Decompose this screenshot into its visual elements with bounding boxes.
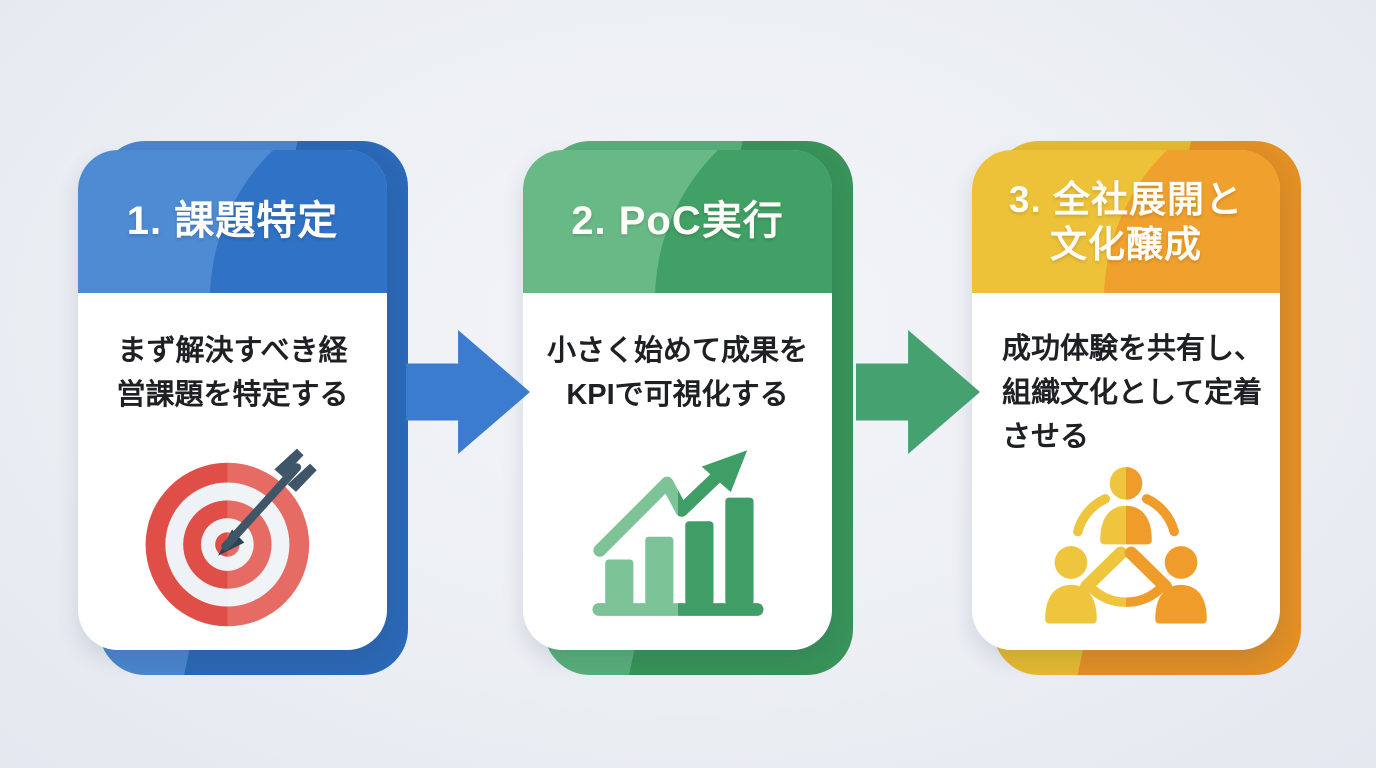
bar-chart-icon xyxy=(591,450,764,616)
step-2-header: 2. PoC実行 xyxy=(523,150,832,293)
step-3-description: 成功体験を共有し、 組織文化として定着 させる xyxy=(972,327,1263,459)
flow-arrow-2 xyxy=(856,330,980,454)
title-line: 2. PoC実行 xyxy=(571,199,784,243)
step-3-title: 3. 全社展開と 文化醸成 xyxy=(1009,177,1243,267)
title-line: 1. 課題特定 xyxy=(126,199,339,243)
step-2-description: 小さく始めて成果を KPIで可視化する xyxy=(547,329,808,417)
card-front: 3. 全社展開と 文化醸成 成功体験を共有し、 組織文化として定着 させる xyxy=(972,150,1280,650)
card-front: 1. 課題特定 まず解決すべき経 営課題を特定する xyxy=(78,150,387,650)
title-line: 文化醸成 xyxy=(1049,223,1202,265)
step-card-3: 3. 全社展開と 文化醸成 成功体験を共有し、 組織文化として定着 させる xyxy=(972,141,1301,675)
target-icon xyxy=(145,448,317,627)
title-line: 3. 全社展開と xyxy=(1008,178,1244,220)
step-card-1: 1. 課題特定 まず解決すべき経 営課題を特定する xyxy=(78,141,408,675)
step-1-header: 1. 課題特定 xyxy=(78,150,387,293)
step-3-icon-area xyxy=(1040,461,1212,633)
step-card-2: 2. PoC実行 小さく始めて成果を KPIで可視化する xyxy=(523,141,853,675)
step-2-icon-area xyxy=(587,443,769,625)
step-2-title: 2. PoC実行 xyxy=(571,198,783,245)
step-1-title: 1. 課題特定 xyxy=(127,198,338,245)
people-icon xyxy=(1045,467,1207,624)
description-line: 成功体験を共有し、 xyxy=(1002,333,1264,365)
description-line: 組織文化として定着 xyxy=(1002,377,1263,409)
step-2-body: 小さく始めて成果を KPIで可視化する xyxy=(523,293,832,650)
description-line: まず解決すべき経 xyxy=(117,335,348,367)
step-1-description: まず解決すべき経 営課題を特定する xyxy=(116,329,348,417)
card-front: 2. PoC実行 小さく始めて成果を KPIで可視化する xyxy=(523,150,832,650)
step-3-body: 成功体験を共有し、 組織文化として定着 させる xyxy=(972,293,1280,650)
flow-arrow-1 xyxy=(406,330,530,454)
step-1-icon-area xyxy=(139,443,327,631)
description-line: させる xyxy=(1002,421,1090,453)
step-3-header: 3. 全社展開と 文化醸成 xyxy=(972,150,1280,293)
description-line: 営課題を特定する xyxy=(116,379,349,411)
description-line: 小さく始めて成果を xyxy=(546,335,808,367)
step-1-body: まず解決すべき経 営課題を特定する xyxy=(78,293,387,650)
description-line: KPIで可視化する xyxy=(566,379,789,411)
